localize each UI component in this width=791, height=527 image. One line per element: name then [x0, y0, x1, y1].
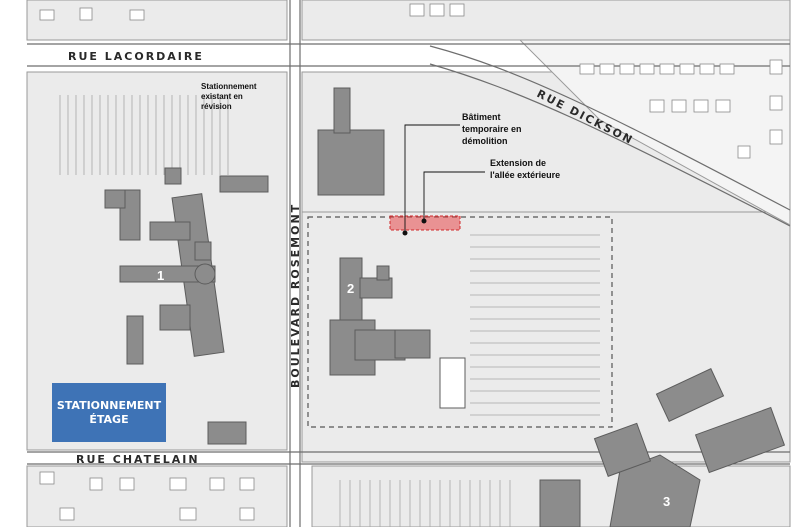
annotation-parking-review: Stationnement existant en révision [201, 82, 257, 111]
parking-south [339, 480, 511, 527]
annotation-parking-review-line3: révision [201, 102, 232, 111]
residential-block-northeast [518, 39, 791, 226]
houses [39, 3, 783, 521]
parking-garage-line2: ÉTAGE [89, 412, 129, 426]
annotation-temp-building: Bâtiment temporaire en démolition [462, 112, 522, 146]
buildings [104, 87, 786, 527]
building-2-complex [329, 257, 431, 376]
annotation-temp-building-line2: temporaire en [462, 124, 522, 134]
parking-east [470, 234, 600, 416]
building-1-complex [104, 167, 269, 365]
street-chatelain: RUE CHATELAIN [76, 453, 200, 466]
parking-garage-box: STATIONNEMENT ÉTAGE [52, 383, 166, 442]
building-number-3: 3 [663, 494, 670, 509]
leader-lines [404, 124, 485, 233]
building-chatelain [207, 421, 247, 445]
street-rosemont: BOULEVARD ROSEMONT [289, 203, 302, 388]
building-number-2: 2 [347, 281, 354, 296]
building-north [317, 87, 385, 196]
parking-lots [59, 95, 600, 527]
annotation-alley-extension-line2: l'allée extérieure [490, 170, 560, 180]
annotation-parking-review-line2: existant en [201, 92, 243, 101]
annotation-temp-building-line3: démolition [462, 136, 508, 146]
site-boundary [307, 216, 613, 428]
annotation-parking-review-line1: Stationnement [201, 82, 257, 91]
parking-west [59, 95, 229, 175]
street-lacordaire: RUE LACORDAIRE [68, 50, 204, 63]
annotation-temp-building-line1: Bâtiment [462, 112, 501, 122]
building-3-complex [539, 368, 786, 527]
building-number-1: 1 [157, 268, 164, 283]
annotation-alley-extension: Extension de l'allée extérieure [490, 158, 560, 180]
annotation-alley-extension-line1: Extension de [490, 158, 546, 168]
building-small-south [439, 357, 466, 409]
parking-garage-line1: STATIONNEMENT [56, 398, 162, 412]
